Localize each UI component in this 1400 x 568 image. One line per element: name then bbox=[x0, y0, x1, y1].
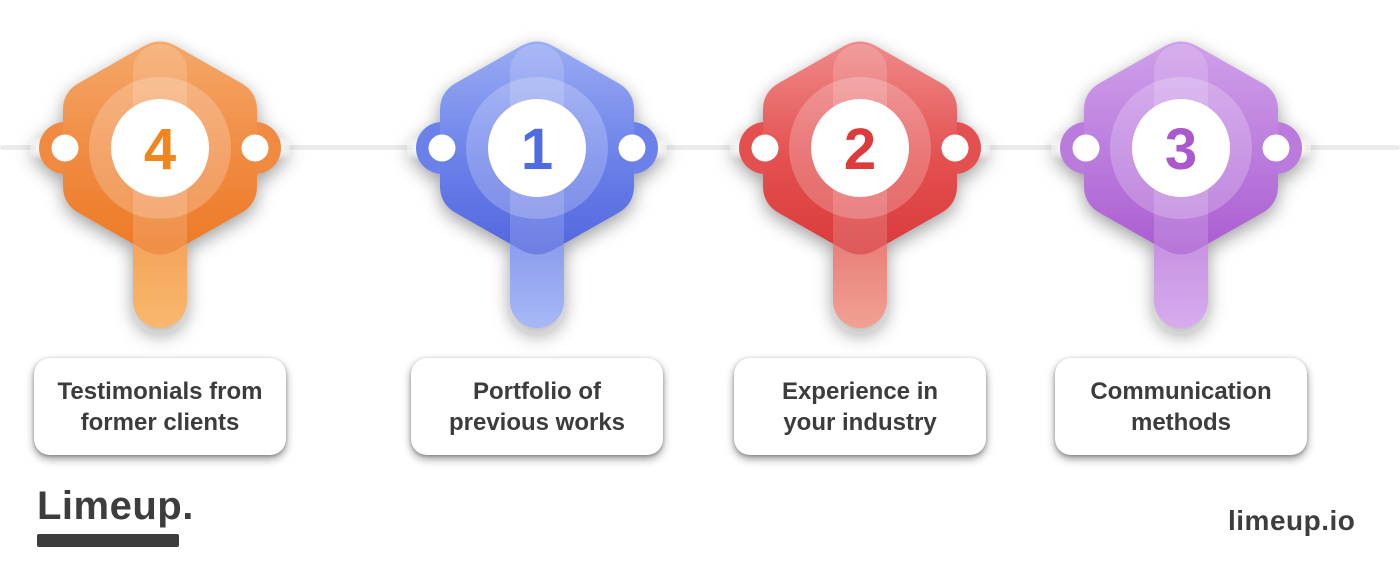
pin-marker-3-icon: 3 bbox=[1051, 41, 1311, 334]
step-2: 2 Experience in your industry bbox=[700, 0, 1020, 568]
step-3-card: Communication methods bbox=[1055, 358, 1307, 455]
step-2-label-line2: your industry bbox=[783, 408, 937, 436]
svg-text:4: 4 bbox=[144, 117, 176, 182]
step-4-card: Testimonials from former clients bbox=[34, 358, 286, 455]
brand-underline-bar bbox=[37, 534, 179, 547]
website-url: limeup.io bbox=[1228, 505, 1356, 536]
step-1-card: Portfolio of previous works bbox=[411, 358, 663, 455]
step-1-label-line1: Portfolio of bbox=[473, 377, 601, 405]
step-3-label-line1: Communication bbox=[1090, 377, 1272, 405]
step-3: 3 Communication methods bbox=[1021, 0, 1341, 568]
step-1: 1 Portfolio of previous works bbox=[377, 0, 697, 568]
step-3-label-line2: methods bbox=[1130, 408, 1231, 436]
brand-wordmark: Limeup. bbox=[37, 484, 194, 528]
step-2-label-line1: Experience in bbox=[781, 377, 939, 405]
pin-marker-1-icon: 1 bbox=[407, 41, 667, 334]
step-4-label-line1: Testimonials from bbox=[57, 377, 263, 405]
svg-text:3: 3 bbox=[1165, 117, 1197, 182]
pin-marker-4-icon: 4 bbox=[30, 41, 290, 334]
brand-logo: Limeup. bbox=[37, 484, 237, 547]
step-1-label-line2: previous works bbox=[448, 408, 626, 436]
step-4-label-line2: former clients bbox=[80, 408, 240, 436]
timeline-line bbox=[0, 145, 1400, 150]
pin-marker-2-icon: 2 bbox=[730, 41, 990, 334]
svg-text:2: 2 bbox=[844, 117, 876, 182]
step-4: 4 Testimonials from former clients bbox=[0, 0, 320, 568]
svg-text:1: 1 bbox=[521, 117, 553, 182]
step-2-card: Experience in your industry bbox=[734, 358, 986, 455]
